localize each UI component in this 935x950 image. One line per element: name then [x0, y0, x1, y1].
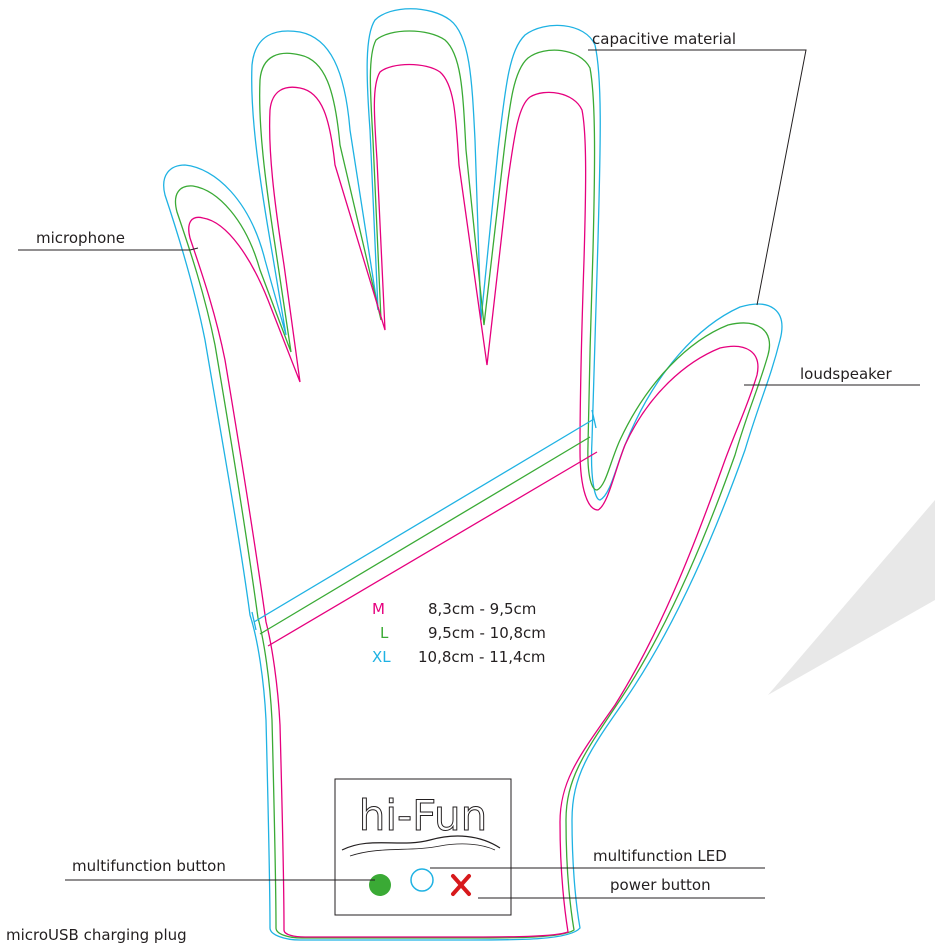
label-capacitive-material: capacitive material [592, 30, 736, 48]
measurement-lines [251, 409, 598, 647]
hifun-logo: hi-Fun [359, 791, 488, 840]
label-loudspeaker: loudspeaker [800, 365, 893, 383]
glove-outline-xl [163, 8, 783, 941]
size-legend: M 8,3cm - 9,5cm L 9,5cm - 10,8cm XL 10,8… [372, 600, 546, 666]
glove-outlines [163, 8, 783, 941]
measure-line-m [267, 451, 598, 647]
logo-swoosh-2 [349, 843, 496, 857]
leader-capacitive [588, 49, 807, 306]
power-button-icon[interactable] [451, 874, 471, 896]
leader-lines [18, 49, 920, 899]
label-multifunction-led: multifunction LED [593, 847, 727, 865]
size-range-xl: 10,8cm - 11,4cm [418, 648, 545, 666]
leader-microphone [18, 247, 199, 251]
measure-tick-xl-right [591, 409, 597, 429]
control-box-frame [334, 778, 512, 916]
multifunction-button-icon[interactable] [369, 874, 391, 896]
glove-outline-l [174, 30, 771, 939]
logo-swoosh [341, 835, 501, 851]
glove-outline-m [188, 63, 759, 938]
size-code-l: L [380, 624, 389, 642]
callout-labels: capacitive material microphone loudspeak… [6, 30, 893, 944]
label-multifunction-button: multifunction button [72, 857, 226, 875]
size-code-xl: XL [372, 648, 391, 666]
size-code-m: M [372, 600, 385, 618]
size-range-m: 8,3cm - 9,5cm [428, 600, 536, 618]
measure-line-l [259, 436, 591, 635]
label-microphone: microphone [36, 229, 125, 247]
background-shadow [768, 500, 935, 695]
label-microusb-charging-plug: microUSB charging plug [6, 926, 187, 944]
label-power-button: power button [610, 876, 711, 894]
multifunction-led-icon [410, 868, 434, 892]
measure-line-xl [253, 418, 595, 623]
size-range-l: 9,5cm - 10,8cm [428, 624, 546, 642]
control-box: hi-Fun [334, 778, 512, 916]
measure-tick-xl-left [251, 611, 257, 631]
